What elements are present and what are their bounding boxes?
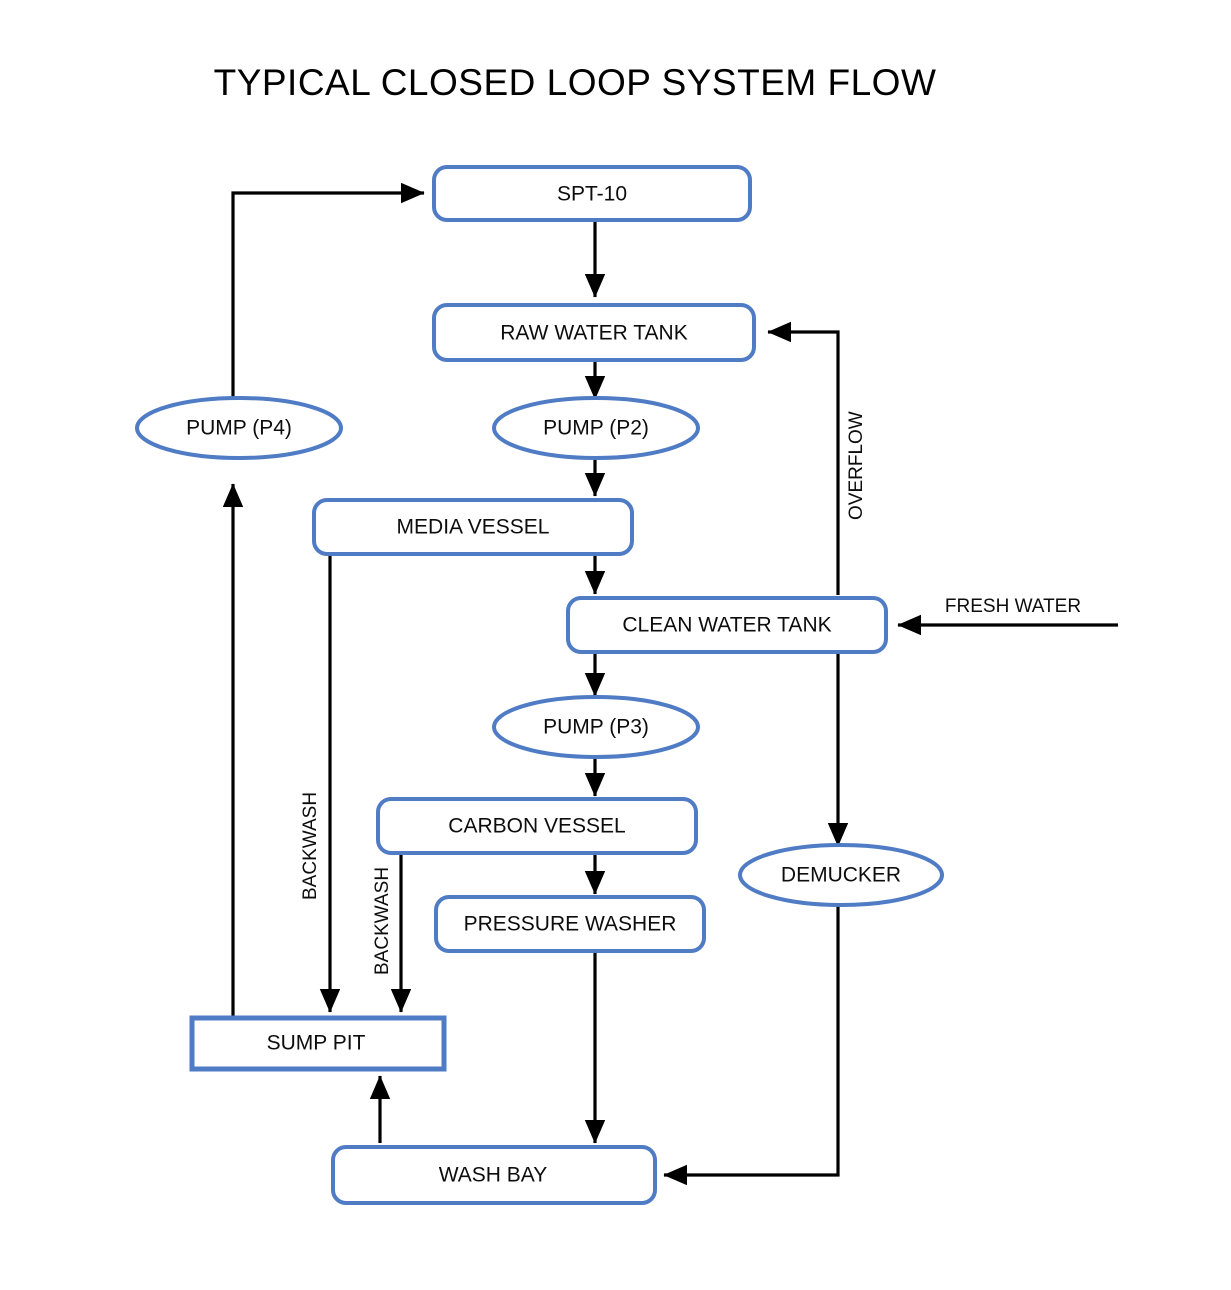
node-demucker[interactable]: DEMUCKER: [738, 843, 944, 907]
node-pump-p3-shape: [492, 695, 700, 759]
node-wash-bay-label: WASH BAY: [439, 1164, 548, 1187]
page-title: TYPICAL CLOSED LOOP SYSTEM FLOW: [214, 62, 937, 103]
node-carbon-vessel[interactable]: CARBON VESSEL: [376, 797, 698, 855]
node-sump-pit[interactable]: SUMP PIT: [189, 1015, 447, 1072]
node-carbon-vessel-label: CARBON VESSEL: [448, 815, 625, 838]
node-wash-bay[interactable]: WASH BAY: [331, 1145, 657, 1205]
edge-label-fresh-water: FRESH WATER: [945, 596, 1081, 617]
node-pressure-washer-label: PRESSURE WASHER: [464, 913, 677, 936]
node-pump-p4[interactable]: PUMP (P4): [135, 396, 343, 460]
edge-clean-water-tank-overflow-to-raw-water-tank: [767, 321, 840, 595]
node-pressure-washer[interactable]: PRESSURE WASHER: [434, 895, 706, 953]
edge-label-backwash-carbon: BACKWASH: [372, 867, 393, 975]
node-pump-p3[interactable]: PUMP (P3): [492, 695, 700, 759]
edge-label-backwash-media: BACKWASH: [300, 792, 321, 900]
node-pump-p4-label: PUMP (P4): [186, 417, 292, 440]
node-media-vessel-label: MEDIA VESSEL: [397, 516, 550, 539]
node-sump-pit-label: SUMP PIT: [267, 1032, 366, 1055]
node-media-vessel-shape: [312, 498, 634, 556]
edge-label-overflow: OVERFLOW: [846, 411, 867, 520]
node-spt10-label: SPT-10: [557, 183, 627, 206]
node-demucker-label: DEMUCKER: [781, 864, 901, 887]
node-clean-water-tank-shape: [566, 596, 888, 654]
node-sump-pit-shape: [189, 1015, 447, 1072]
node-pump-p2[interactable]: PUMP (P2): [492, 396, 700, 460]
node-pressure-washer-shape: [434, 895, 706, 953]
node-clean-water-tank-label: CLEAN WATER TANK: [622, 614, 831, 637]
node-pump-p3-label: PUMP (P3): [543, 716, 649, 739]
node-demucker-shape: [738, 843, 944, 907]
node-raw-water-tank-label: RAW WATER TANK: [500, 322, 687, 345]
edge-pump-p4-to-spt10: [231, 182, 425, 398]
node-spt10-shape: [432, 165, 752, 222]
node-media-vessel[interactable]: MEDIA VESSEL: [312, 498, 634, 556]
node-clean-water-tank[interactable]: CLEAN WATER TANK: [566, 596, 888, 654]
edge-demucker-to-wash-bay: [663, 903, 840, 1186]
node-pump-p2-shape: [492, 396, 700, 460]
node-raw-water-tank[interactable]: RAW WATER TANK: [432, 303, 756, 362]
node-pump-p2-label: PUMP (P2): [543, 417, 649, 440]
node-raw-water-tank-shape: [432, 303, 756, 362]
node-spt10[interactable]: SPT-10: [432, 165, 752, 222]
node-wash-bay-shape: [331, 1145, 657, 1205]
node-carbon-vessel-shape: [376, 797, 698, 855]
node-pump-p4-shape: [135, 396, 343, 460]
